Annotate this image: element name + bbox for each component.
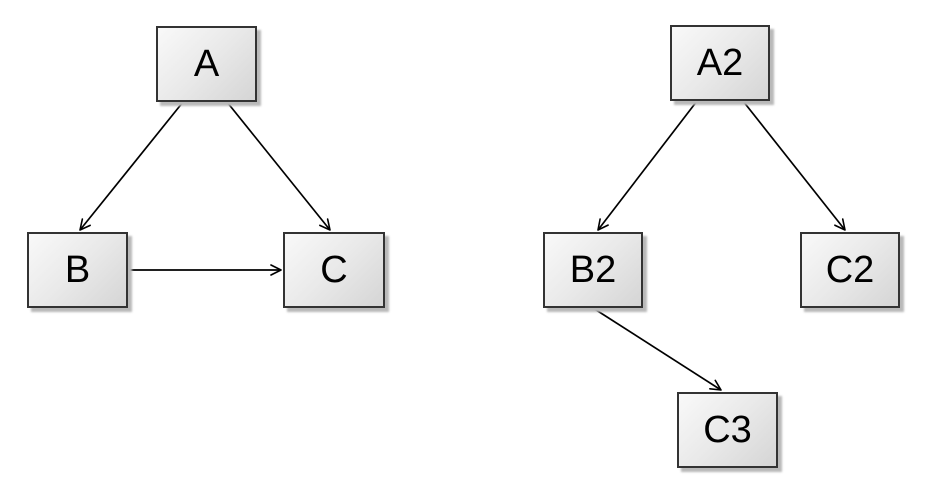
node-B[interactable]: B: [27, 232, 128, 308]
edge-B2-C3[interactable]: [592, 307, 722, 391]
edge-A-B[interactable]: [79, 101, 184, 231]
node-C3[interactable]: C3: [677, 392, 778, 468]
node-C[interactable]: C: [283, 232, 385, 308]
node-label-B2: B2: [569, 249, 617, 291]
node-A[interactable]: A: [156, 26, 257, 102]
edge-A2-C2[interactable]: [742, 100, 846, 231]
node-A2[interactable]: A2: [670, 25, 770, 101]
node-label-B: B: [64, 249, 91, 291]
edge-lines-group: [79, 100, 846, 391]
node-label-C: C: [320, 249, 348, 291]
edge-A-C[interactable]: [226, 101, 331, 231]
node-label-C2: C2: [825, 249, 875, 291]
node-B2[interactable]: B2: [543, 232, 643, 308]
node-label-C3: C3: [703, 409, 752, 451]
node-label-A: A: [193, 43, 220, 85]
node-C2[interactable]: C2: [800, 232, 900, 308]
node-label-A2: A2: [696, 42, 744, 84]
edge-A2-B2[interactable]: [597, 100, 698, 231]
